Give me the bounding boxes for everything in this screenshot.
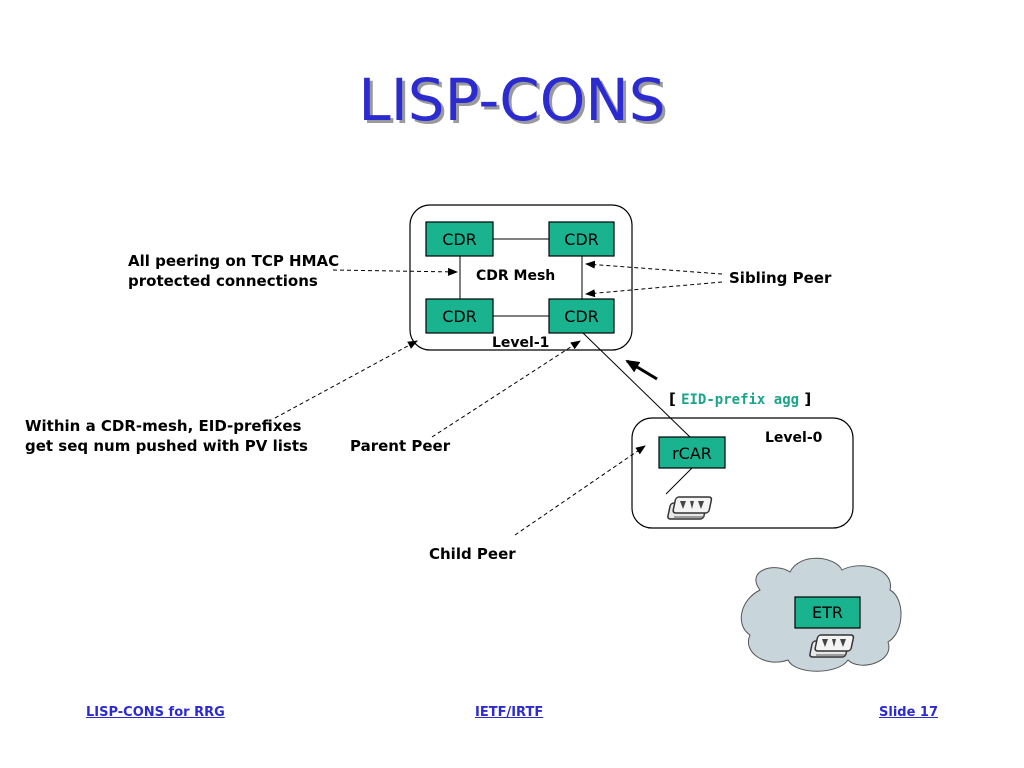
cdr-mesh-label: CDR Mesh: [476, 268, 556, 284]
peering-annotation-line2: protected connections: [128, 272, 318, 290]
etr-label: ETR: [812, 603, 843, 622]
parent-peer-arrow: [431, 340, 581, 438]
cdr-label: CDR: [442, 307, 477, 326]
cdr-node-top-right: CDR: [548, 221, 615, 257]
bracket-open: [: [669, 390, 682, 408]
rcar-node: rCAR: [658, 436, 726, 469]
sibling-arrow-top: [585, 260, 723, 275]
cdr-node-bottom-left: CDR: [425, 298, 494, 334]
cdr-label: CDR: [442, 230, 477, 249]
cdr-node-top-left: CDR: [425, 221, 494, 257]
parent-link: [582, 332, 691, 438]
rcar-label: rCAR: [672, 444, 712, 463]
footer-right: Slide 17: [879, 705, 939, 720]
etr-node: ETR: [794, 596, 861, 629]
eid-prefix-label: [ EID-prefix agg ]: [669, 389, 811, 410]
bracket-close: ]: [799, 390, 812, 408]
cdr-node-bottom-right: CDR: [548, 298, 615, 334]
footer-left: LISP-CONS for RRG: [86, 705, 225, 720]
sibling-peer-annotation: Sibling Peer: [729, 269, 832, 287]
level0-label: Level-0: [765, 430, 823, 446]
cdr-label: CDR: [564, 230, 599, 249]
slide-title: LISP-CONS: [358, 66, 666, 134]
eid-prefix-arrow: [625, 359, 658, 381]
child-peer-arrow: [514, 445, 646, 536]
sibling-arrow-bottom: [585, 281, 723, 298]
cdr-label: CDR: [564, 307, 599, 326]
footer-center: IETF/IRTF: [475, 705, 544, 720]
peering-annotation-line1: All peering on TCP HMAC: [128, 252, 340, 270]
level1-label: Level-1: [492, 335, 550, 351]
eid-prefix-agg-text: EID-prefix agg: [681, 392, 800, 408]
within-mesh-annotation-line2: get seq num pushed with PV lists: [25, 437, 308, 455]
rcar-router-link: [665, 467, 693, 495]
parent-peer-annotation: Parent Peer: [350, 437, 451, 455]
within-mesh-arrow: [274, 340, 418, 419]
child-peer-annotation: Child Peer: [429, 545, 516, 563]
within-mesh-annotation-line1: Within a CDR-mesh, EID-prefixes: [25, 417, 302, 435]
